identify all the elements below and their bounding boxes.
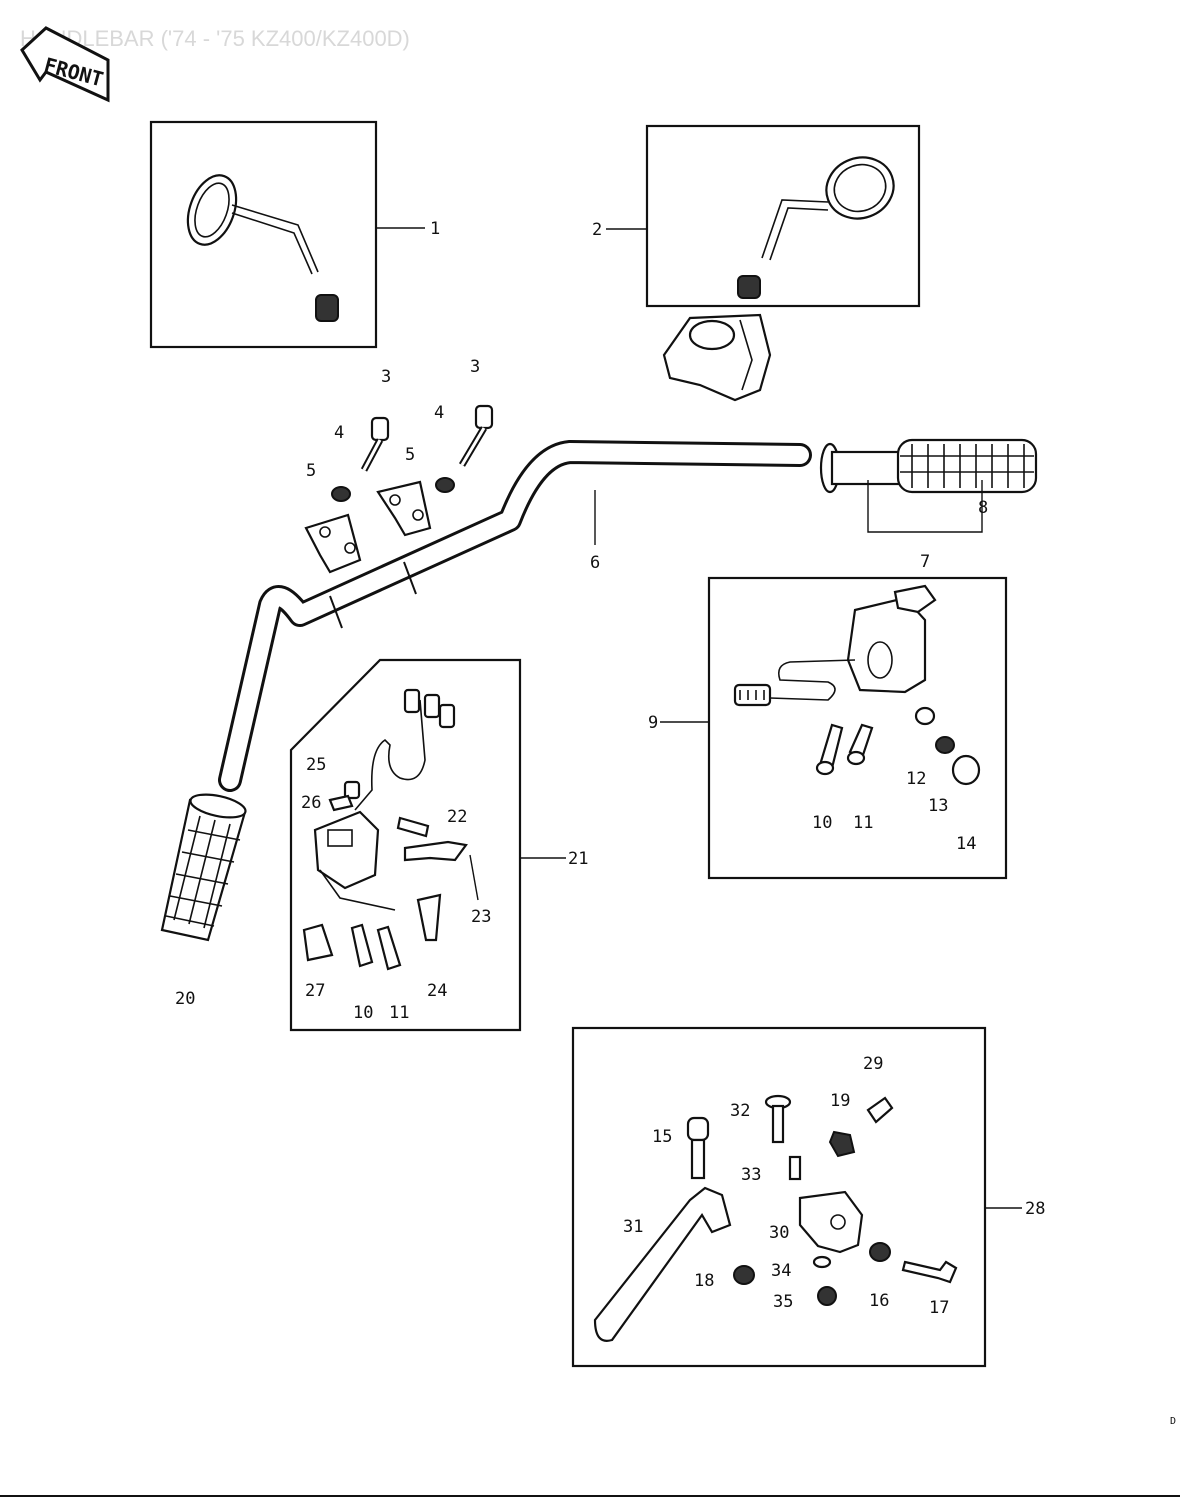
callout-30: 30 bbox=[769, 1223, 789, 1243]
right-switch-screws bbox=[815, 723, 874, 776]
callout-18: 18 bbox=[694, 1271, 714, 1291]
adjuster-bolt bbox=[764, 1094, 802, 1181]
left-switch-wiring-harness bbox=[354, 688, 456, 811]
callout-16: 16 bbox=[869, 1291, 889, 1311]
page-mark: D bbox=[1170, 1416, 1176, 1427]
callout-5b: 5 bbox=[405, 445, 415, 465]
callout-25: 25 bbox=[306, 755, 326, 775]
callout-5a: 5 bbox=[306, 461, 316, 481]
callout-10b: 10 bbox=[353, 1003, 373, 1023]
callout-20: 20 bbox=[175, 989, 195, 1009]
callout-31: 31 bbox=[623, 1217, 643, 1237]
brake-lever-box bbox=[571, 1026, 987, 1368]
callout-26: 26 bbox=[301, 793, 321, 813]
left-mirror-part bbox=[186, 174, 339, 322]
handlebar-holder-right bbox=[376, 480, 432, 537]
right-mirror-part bbox=[737, 156, 895, 299]
handlebar-holder-left bbox=[304, 513, 362, 574]
callout-13: 13 bbox=[928, 796, 948, 816]
left-grip bbox=[160, 793, 247, 942]
callout-10a: 10 bbox=[812, 813, 832, 833]
callout-35: 35 bbox=[773, 1292, 793, 1312]
callout-8: 8 bbox=[978, 498, 988, 518]
bracket-fasteners bbox=[733, 1096, 958, 1306]
callout-4b: 4 bbox=[434, 403, 444, 423]
callout-23: 23 bbox=[471, 907, 491, 927]
callout-33: 33 bbox=[741, 1165, 761, 1185]
callout-29: 29 bbox=[863, 1054, 883, 1074]
callout-11b: 11 bbox=[389, 1003, 409, 1023]
left-switch-housing bbox=[313, 810, 396, 911]
throttle-cable-adjuster bbox=[914, 706, 981, 786]
handlebar-tube bbox=[218, 440, 812, 792]
lock-washer-left bbox=[331, 486, 351, 502]
right-switch-housing bbox=[846, 584, 937, 694]
callout-9: 9 bbox=[648, 713, 658, 733]
master-cylinder-body bbox=[662, 313, 772, 402]
callout-12: 12 bbox=[906, 769, 926, 789]
brake-lever bbox=[593, 1186, 732, 1342]
right-switch-box bbox=[707, 576, 1008, 880]
lock-washer-right bbox=[435, 477, 455, 493]
callout-28: 28 bbox=[1025, 1199, 1045, 1219]
left-mirror-box bbox=[149, 120, 378, 349]
callout-3b: 3 bbox=[470, 357, 480, 377]
left-switch-small-parts bbox=[302, 780, 468, 971]
holder-bolt-left bbox=[360, 416, 390, 472]
holder-bolt-right bbox=[458, 404, 494, 467]
callout-1: 1 bbox=[430, 219, 440, 239]
right-switch-wiring bbox=[733, 659, 856, 707]
callout-2: 2 bbox=[592, 220, 602, 240]
lever-bracket bbox=[798, 1190, 864, 1254]
callout-32: 32 bbox=[730, 1101, 750, 1121]
left-switch-box bbox=[289, 658, 522, 1032]
throttle-grip bbox=[819, 438, 1038, 494]
callout-14: 14 bbox=[956, 834, 976, 854]
right-mirror-box bbox=[645, 124, 921, 308]
callout-24: 24 bbox=[427, 981, 447, 1001]
callout-22: 22 bbox=[447, 807, 467, 827]
front-arrow-badge: FRONT bbox=[20, 26, 110, 103]
callout-6: 6 bbox=[590, 553, 600, 573]
lever-pivot-bolt bbox=[686, 1116, 710, 1180]
callout-27: 27 bbox=[305, 981, 325, 1001]
callout-21: 21 bbox=[568, 849, 588, 869]
callout-7: 7 bbox=[920, 552, 930, 572]
callout-19: 19 bbox=[830, 1091, 850, 1111]
callout-3a: 3 bbox=[381, 367, 391, 387]
callout-4a: 4 bbox=[334, 423, 344, 443]
callout-15: 15 bbox=[652, 1127, 672, 1147]
callout-11a: 11 bbox=[853, 813, 873, 833]
callout-34: 34 bbox=[771, 1261, 791, 1281]
callout-17: 17 bbox=[929, 1298, 949, 1318]
